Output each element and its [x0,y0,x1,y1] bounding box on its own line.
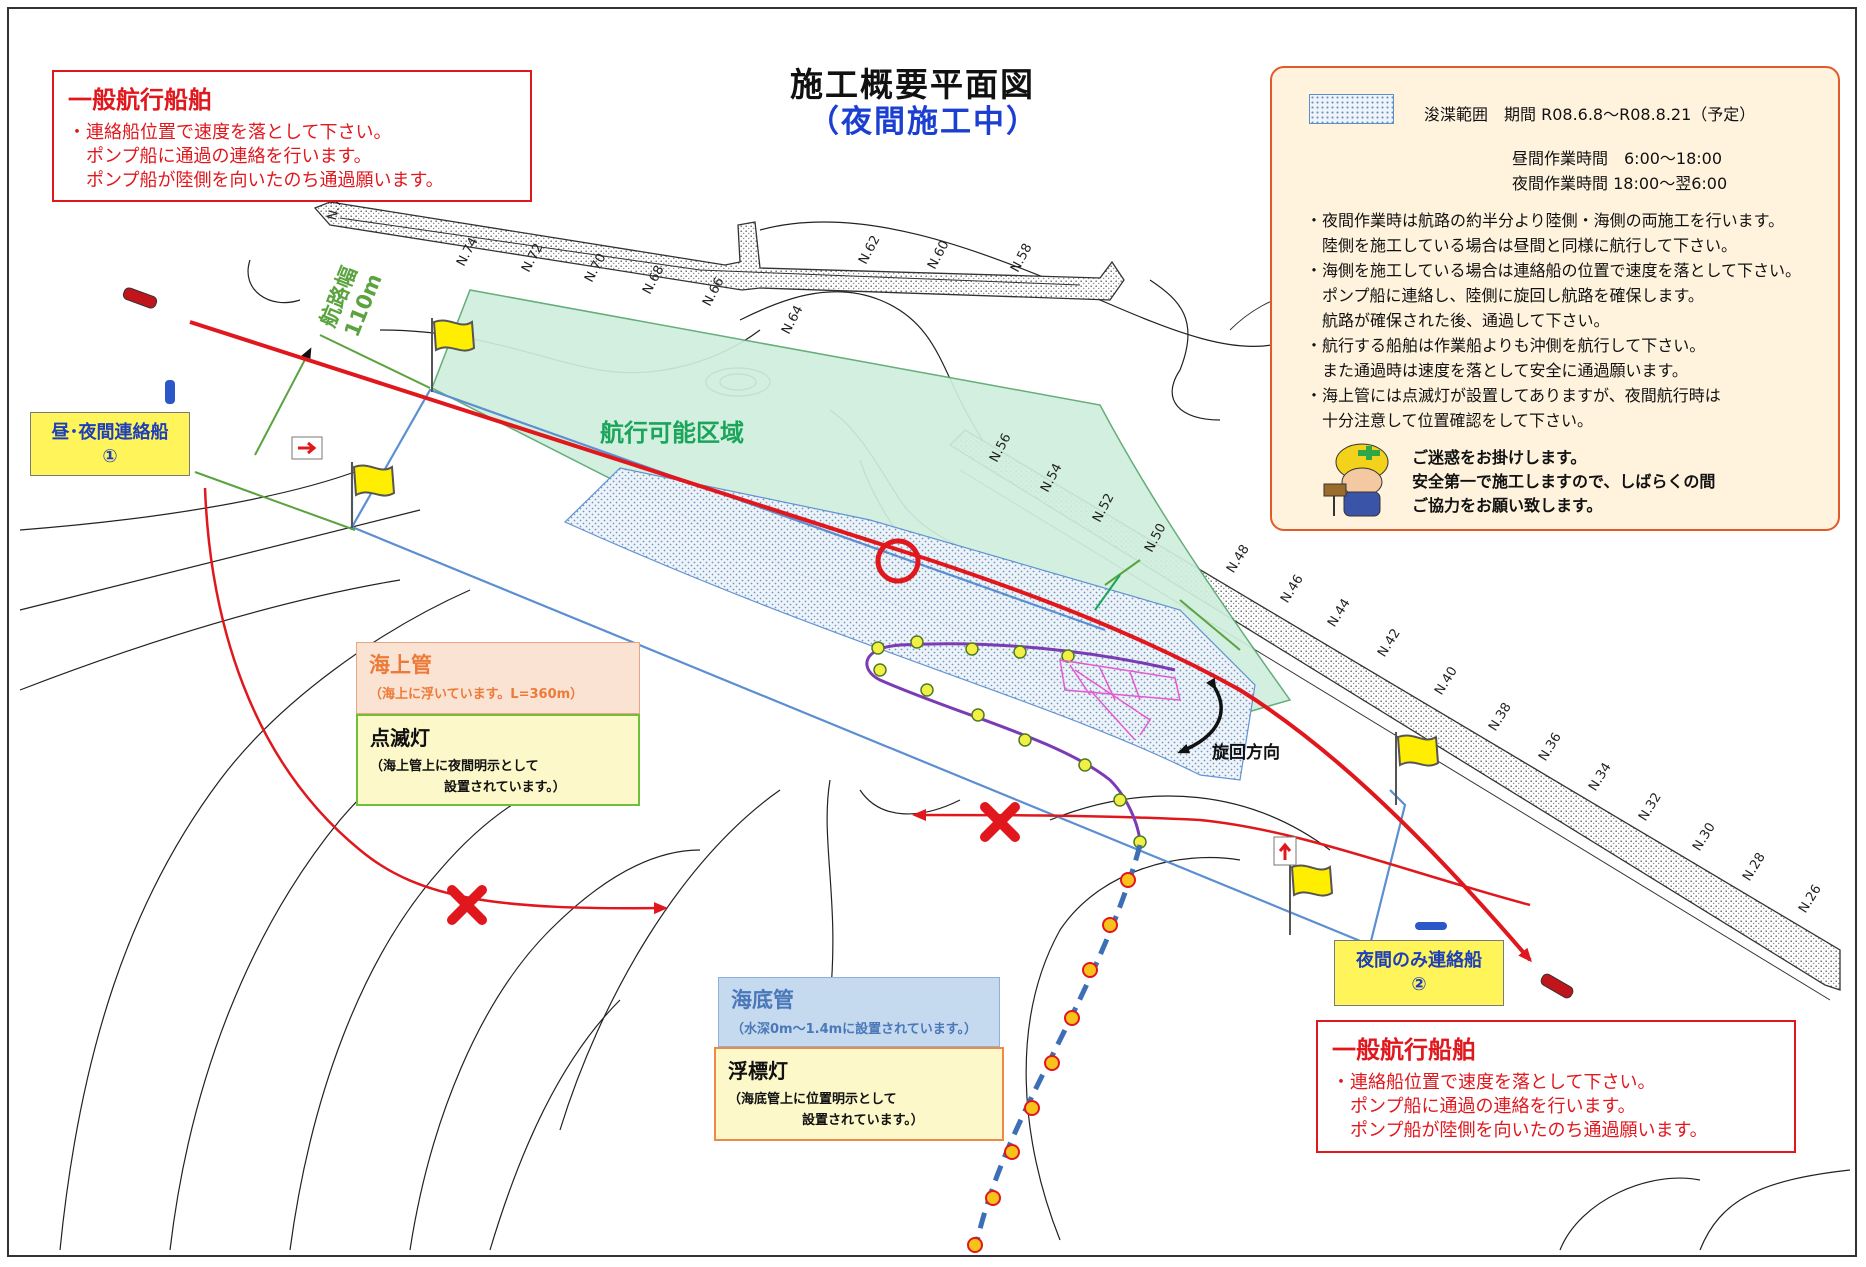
buoy-light-label: 浮標灯 （海底管上に位置明示として 設置されています。） [714,1047,1004,1141]
notice-line: ・連絡船位置で速度を落として下さい。 [1332,1072,1656,1093]
floating-pipe-title: 海上管 [369,653,432,677]
notice-general-vessels-top: 一般航行船舶 ・連絡船位置で速度を落として下さい。 ポンプ船に通過の連絡を行いま… [52,70,532,202]
floating-pipe-note: （海上に浮いています。L=360m） [369,687,584,702]
no-pass-cross-west [447,885,487,925]
legend-note: 陸側を施工している場合は昼間と同様に航行して下さい。 [1306,236,1738,255]
night-work-hours: 夜間作業時間 18:00～翌6:00 [1512,174,1728,193]
buoy-lights [967,872,1136,1253]
main-route [189,320,1532,963]
rotation-arrow [1177,677,1223,754]
contour-line [1699,1169,1851,1251]
apology-line: ご迷惑をお掛けします。 [1412,448,1587,467]
seabed-pipe-note: （水深0m～1.4mに設置されています。） [731,1022,977,1037]
vessel-icon [122,287,158,309]
legend-note: ・夜間作業時は航路の約半分より陸側・海側の両施工を行います。 [1306,211,1785,230]
vessel-icon [1415,922,1447,930]
legend-panel: 浚渫範囲 期間 R08.6.8～R08.8.21（予定） 昼間作業時間 6:00… [1270,66,1840,531]
notice-line: ポンプ船に通過の連絡を行います。 [68,146,372,167]
floating-pipe [865,642,1176,846]
contour-line [859,789,961,815]
seabed-pipe-title: 海底管 [731,988,794,1012]
liaison-boat-1-label: 昼･夜間連絡船 ① [30,412,190,476]
notice-line: ポンプ船が陸側を向いたのち通過願います。 [68,170,444,191]
flashing-light-label: 点滅灯 （海上管上に夜間明示として 設置されています。） [356,714,640,806]
revetment-inner [339,217,1081,286]
arrow-up-icon [1278,842,1292,860]
liaison-boat-name: 夜間のみ連絡船 [1356,950,1482,971]
flag-icon [1289,862,1334,935]
liaison-boat-number: ② [1411,974,1427,995]
contour-line [409,849,701,1251]
notice-heading: 一般航行船舶 [1332,1036,1476,1064]
seabed-pipe-label: 海底管 （水深0m～1.4mに設置されています。） [718,977,1000,1047]
vessel-icon [165,380,175,404]
legend-note: また通過時は速度を落として安全に通過願います。 [1306,361,1688,380]
flag-icon [351,462,396,528]
revetment-north [313,201,1125,301]
day-work-hours: 昼間作業時間 6:00～18:00 [1512,149,1723,168]
dredge-period: 浚渫範囲 期間 R08.6.8～R08.8.21（予定） [1424,105,1756,124]
apology-line: ご協力をお願い致します。 [1412,496,1603,515]
flashing-light-title: 点滅灯 [370,726,430,750]
contour-line [19,579,401,691]
contour-line [559,789,781,1131]
legend-note: 航路が確保された後、通過して下さい。 [1306,311,1610,330]
arrow-right-icon [298,441,317,455]
liaison-boat-name: 昼･夜間連絡船 [51,422,169,443]
apology-line: 安全第一で施工しますので、しばらくの間 [1412,472,1716,491]
legend-note: ・海側を施工している場合は連絡船の位置で速度を落として下さい。 [1306,261,1802,280]
contour-line [489,999,621,1251]
page-subtitle: （夜間施工中） [808,104,1039,140]
worker-mascot-icon [1323,443,1389,517]
detour-route-west [203,487,668,915]
contour-line [19,509,421,611]
contour-line [826,779,834,1001]
flag-icon [431,318,476,392]
floating-pipe-label: 海上管 （海上に浮いています。L=360m） [356,642,640,714]
notice-heading: 一般航行船舶 [68,86,212,114]
dredge-area [563,467,1256,781]
small-vessels [122,287,1574,999]
rotation-direction-label: 旋回方向 [1212,743,1280,763]
contour-line [1559,1177,1701,1251]
map-frame [7,7,1857,1257]
notice-line: ・連絡船位置で速度を落として下さい。 [68,122,392,143]
navigable-area-label: 航行可能区域 [600,419,744,447]
caution-circle-marker [875,538,921,584]
contour-line [19,469,361,531]
legend-note: ポンプ船に連絡し、陸側に旋回し航路を確保します。 [1306,286,1704,305]
contour-line [1025,857,1241,1241]
no-pass-cross-east [980,802,1020,842]
notice-general-vessels-bottom: 一般航行船舶 ・連絡船位置で速度を落として下さい。 ポンプ船に通過の連絡を行いま… [1316,1020,1796,1153]
legend-note: ・海上管には点滅灯が設置してありますが、夜間航行時は [1306,386,1721,405]
buoy-light-note: 設置されています。） [802,1113,924,1128]
dredge-swatch [1309,94,1394,124]
contour-line [1149,279,1221,421]
liaison-boat-number: ① [102,446,118,467]
buoy-light-note: （海底管上に位置明示として [728,1092,897,1107]
pump-vessel [1059,659,1181,741]
page-title: 施工概要平面図 [790,65,1035,104]
contour-line [1049,795,1331,851]
flashing-lights [871,635,1147,849]
vessel-icon [1540,973,1574,999]
notice-line: ポンプ船に通過の連絡を行います。 [1332,1096,1636,1117]
channel-width-marker [194,334,1241,651]
flag-markers [351,318,1440,935]
flashing-light-note: 設置されています。） [444,780,566,795]
legend-note: 十分注意して位置確認をして下さい。 [1306,411,1594,430]
buoy-light-title: 浮標灯 [728,1059,788,1083]
flag-icon [1395,732,1440,805]
notice-line: ポンプ船が陸側を向いたのち通過願います。 [1332,1120,1708,1141]
flashing-light-note: （海上管上に夜間明示として [370,759,539,774]
liaison-boat-2-label: 夜間のみ連絡船 ② [1334,940,1504,1006]
legend-note: ・航行する船舶は作業船よりも沖側を航行して下さい。 [1306,336,1706,355]
contour-line [247,259,301,304]
